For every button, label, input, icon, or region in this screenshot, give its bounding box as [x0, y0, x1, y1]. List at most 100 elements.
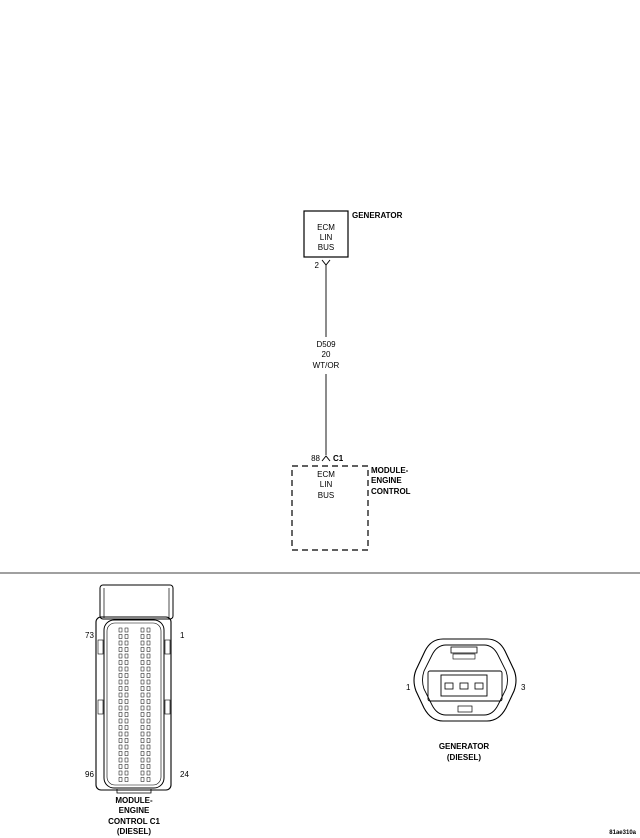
generator-connector-cavity-block [440, 674, 488, 697]
c1-top-housing [99, 584, 174, 620]
c1-pin-cavity [118, 718, 123, 724]
c1-pin-cavity [124, 712, 129, 717]
c1-pin-cavity [124, 686, 129, 691]
c1-pin-cavity [140, 666, 145, 672]
c1-pin-cavity [146, 764, 151, 769]
generator-box-line-3: BUS [318, 243, 334, 252]
c1-pin-cavity [140, 712, 145, 717]
c1-pin-cavity [118, 712, 123, 717]
c1-pin-cavity [146, 738, 151, 743]
c1-pin-cavity [140, 725, 145, 730]
generator-pin-cavity-2 [459, 682, 469, 690]
c1-pin-cavity [140, 777, 145, 782]
c1-pin-cavity [146, 653, 151, 659]
c1-pin-cavity [140, 653, 145, 659]
c1-pin-cavity [140, 751, 145, 756]
module-box-line-3: BUS [318, 491, 334, 500]
c1-pin-cavity [124, 627, 129, 633]
wire-circuit-label: D509 [316, 340, 336, 349]
c1-body-inner [103, 619, 165, 789]
c1-pin-cavities [118, 627, 151, 782]
c1-pin-cavity [140, 634, 145, 639]
c1-pin-cavity [124, 731, 129, 737]
c1-pin-cavity [118, 666, 123, 672]
c1-pin-cavity [118, 686, 123, 691]
c1-pin-cavity [146, 692, 151, 698]
c1-pin-cavity [124, 653, 129, 659]
generator-connector-caption-line-1: GENERATOR [439, 742, 490, 751]
c1-pin-cavity [140, 627, 145, 633]
generator-connector-caption-line-2: (DIESEL) [447, 753, 482, 762]
c1-pin-cavity [118, 764, 123, 769]
c1-pin-cavity [118, 757, 123, 763]
c1-pin-cavity [118, 647, 123, 652]
c1-pin-cavity [146, 666, 151, 672]
generator-pin-terminal-icon [321, 259, 331, 266]
c1-pin-cavity [146, 686, 151, 691]
c1-pin-cavity [124, 640, 129, 646]
c1-pin-cavity [118, 744, 123, 750]
c1-pin-cavity [146, 770, 151, 776]
c1-caption-line-1: MODULE- [115, 796, 153, 805]
module-title-line-2: ENGINE [371, 476, 402, 485]
c1-connector-view: 73 1 96 24 MODULE- ENGINE CONTROL C1 (DI… [85, 584, 189, 836]
wire-d509: D509 20 WT/OR [313, 265, 340, 455]
module-box-line-1: ECM [317, 470, 335, 479]
c1-pin-cavity [124, 777, 129, 782]
c1-pin-cavity [118, 640, 123, 646]
c1-pin-cavity [118, 653, 123, 659]
c1-pin-cavity [124, 725, 129, 730]
module-engine-control-component: 88 C1 MODULE- ENGINE CONTROL ECM LIN BUS [291, 454, 411, 551]
c1-pin-cavity [146, 634, 151, 639]
c1-pin-cavity [124, 634, 129, 639]
c1-pin-cavity [146, 731, 151, 737]
c1-pin-cavity [124, 647, 129, 652]
c1-pin-cavity [124, 718, 129, 724]
module-box-line-2: LIN [320, 480, 333, 489]
c1-pin-cavity [146, 777, 151, 782]
generator-connector-pin-3: 3 [521, 683, 526, 692]
c1-caption-line-4: (DIESEL) [117, 827, 152, 836]
c1-pin-cavity [124, 705, 129, 711]
c1-caption-line-2: ENGINE [119, 806, 150, 815]
c1-pin-cavity [146, 673, 151, 678]
c1-pin-label-96: 96 [85, 770, 94, 779]
c1-pin-cavity [118, 777, 123, 782]
c1-pin-label-73: 73 [85, 631, 94, 640]
module-pin-number: 88 [311, 454, 320, 463]
generator-box [303, 210, 349, 258]
c1-pin-cavity [146, 705, 151, 711]
c1-pin-cavity [140, 705, 145, 711]
c1-pin-cavity [140, 686, 145, 691]
c1-pin-cavity [140, 660, 145, 665]
c1-pin-cavity [118, 634, 123, 639]
c1-pin-cavity [146, 640, 151, 646]
module-title-line-1: MODULE- [371, 466, 409, 475]
c1-pin-cavity [118, 627, 123, 633]
figure-id: 81ae310a [609, 830, 636, 836]
c1-pin-cavity [146, 699, 151, 704]
c1-pin-cavity [140, 731, 145, 737]
c1-body-outer [95, 616, 172, 791]
c1-pin-cavity [124, 744, 129, 750]
generator-pin-number: 2 [315, 261, 320, 270]
c1-pin-cavity [140, 764, 145, 769]
generator-box-line-1: ECM [317, 223, 335, 232]
generator-connector-lock-tab [450, 646, 478, 654]
generator-connector-pin-1: 1 [406, 683, 411, 692]
c1-pin-cavity [118, 673, 123, 678]
c1-pin-cavity [124, 660, 129, 665]
generator-connector-view: 1 3 GENERATOR (DIESEL) [406, 638, 526, 762]
c1-pin-cavity [146, 647, 151, 652]
c1-pin-cavity [118, 705, 123, 711]
c1-pin-cavity [146, 718, 151, 724]
c1-pin-cavity [124, 692, 129, 698]
wire-gauge-label: 20 [322, 350, 331, 359]
c1-pin-cavity [118, 738, 123, 743]
c1-pin-cavity [118, 770, 123, 776]
generator-connector-outer [413, 638, 517, 722]
c1-pin-cavity [146, 725, 151, 730]
module-connector-label: C1 [333, 454, 344, 463]
c1-pin-cavity [140, 757, 145, 763]
